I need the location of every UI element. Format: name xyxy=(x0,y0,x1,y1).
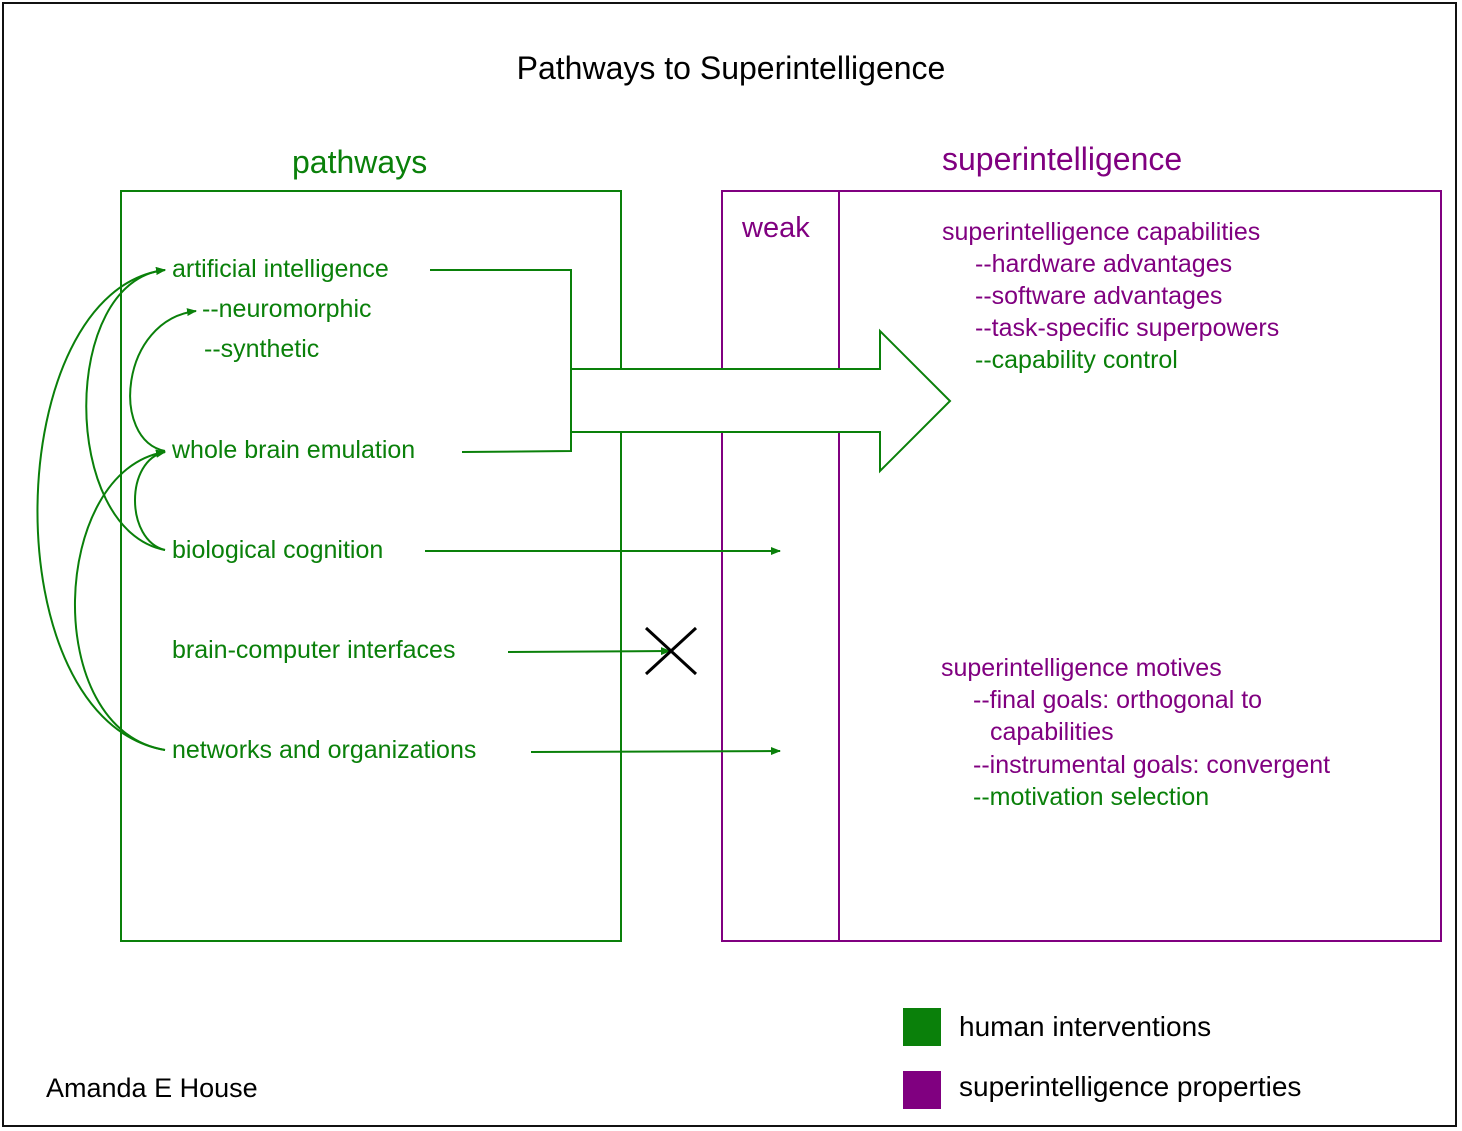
weak-label: weak xyxy=(742,212,810,244)
curve-networks-to-wbe xyxy=(74,449,166,751)
motives-heading: superintelligence motives xyxy=(941,654,1222,682)
pathways-heading: pathways xyxy=(292,144,428,180)
curve-bio-to-ai xyxy=(85,266,166,551)
superintelligence-box xyxy=(721,190,1442,942)
pathway-whole-brain-emulation: whole brain emulation xyxy=(172,436,416,464)
legend-swatch-purple xyxy=(903,1071,941,1109)
pathway-brain-computer-interfaces: brain-computer interfaces xyxy=(172,636,456,664)
capability-item: --software advantages xyxy=(975,282,1223,310)
motive-item: capabilities xyxy=(990,718,1114,746)
author-credit: Amanda E House xyxy=(46,1073,258,1103)
pathway-biological-cognition: biological cognition xyxy=(172,536,384,564)
pathway-artificial-intelligence: artificial intelligence xyxy=(172,255,389,283)
pathways-box xyxy=(120,190,622,942)
capabilities-heading: superintelligence capabilities xyxy=(942,218,1261,246)
motive-item: --instrumental goals: convergent xyxy=(973,751,1331,779)
motive-item: --final goals: orthogonal to xyxy=(973,686,1263,714)
curve-bio-to-wbe xyxy=(134,449,166,551)
capability-item: --hardware advantages xyxy=(975,250,1233,278)
legend-swatch-green xyxy=(903,1008,941,1046)
curve-networks-to-ai xyxy=(36,267,166,751)
big-arrow xyxy=(570,328,952,474)
capability-item: --task-specific superpowers xyxy=(975,314,1280,342)
networks-arrow xyxy=(530,747,781,756)
pathway-neuromorphic: --neuromorphic xyxy=(202,295,372,323)
pathway-networks-and-organizations: networks and organizations xyxy=(172,736,477,764)
bci-arrow xyxy=(507,647,671,656)
pathway-synthetic: --synthetic xyxy=(204,335,320,363)
capability-item: --capability control xyxy=(975,346,1178,374)
diagram-title: Pathways to Superintelligence xyxy=(516,50,946,86)
ai-connector xyxy=(430,269,572,453)
x-cross-icon xyxy=(644,626,698,676)
legend-label-human-interventions: human interventions xyxy=(959,1011,1212,1042)
legend-label-superintelligence-properties: superintelligence properties xyxy=(959,1071,1302,1102)
curve-wbe-to-neuromorphic xyxy=(129,308,197,452)
motive-item: --motivation selection xyxy=(973,783,1210,811)
superintelligence-heading: superintelligence xyxy=(942,141,1183,177)
